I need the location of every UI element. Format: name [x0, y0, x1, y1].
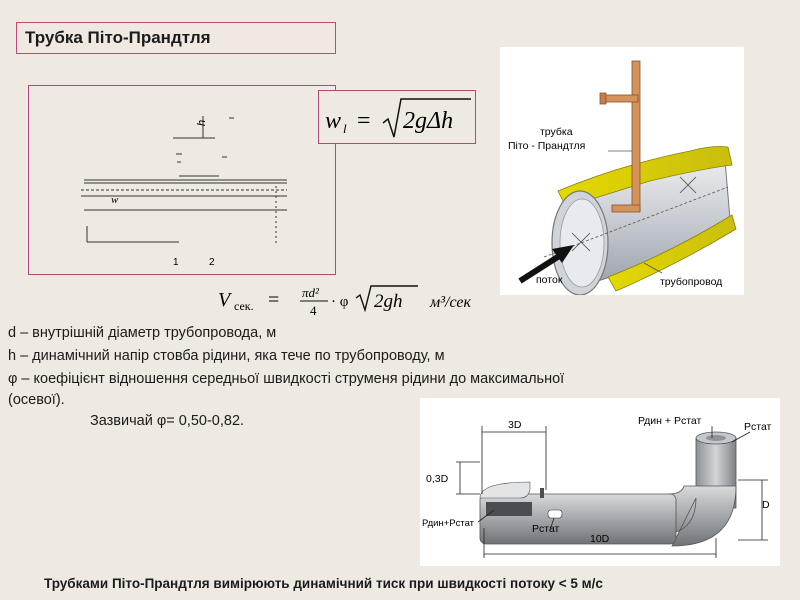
dim-3d-label: 3D	[508, 419, 522, 431]
schematic-point-2: 2	[209, 257, 215, 268]
tube-label-line2: Піто - Прандтля	[508, 140, 585, 152]
definition-phi-cont: (осевої).	[8, 392, 65, 408]
flow-equals: =	[268, 289, 279, 311]
dim-03d-label: 0,3D	[426, 473, 449, 485]
pipe-illustration: трубка Піто - Прандтля поток трубопровод	[508, 60, 737, 296]
formula-equals: =	[357, 108, 371, 134]
title-box: Трубка Піто-Прандтля	[16, 22, 336, 54]
schematic-w-label: w	[111, 194, 119, 206]
flow-V: V	[218, 289, 233, 311]
flow-sub: сек.	[234, 299, 254, 313]
schematic-point-1: 1	[173, 257, 179, 268]
flow-radicand: 2gh	[374, 291, 403, 312]
pipe-illustration-panel: трубка Піто - Прандтля поток трубопровод	[500, 47, 744, 296]
schematic-panel: h w 1 2	[28, 85, 336, 275]
definition-phi: φ – коефіцієнт відношення середньої швид…	[8, 371, 565, 387]
flow-sqrt-sign	[355, 285, 418, 313]
flow-numerator: πd²	[302, 285, 320, 300]
tube-label-line1: трубка	[540, 126, 573, 138]
pressure-sum-top-label: Рдин + Рстат	[638, 415, 701, 427]
pressure-sum-left-label: Рдин+Рстат	[422, 518, 475, 529]
formula-subscript: l	[343, 121, 347, 136]
dim-d-label: D	[762, 499, 770, 511]
page-title: Трубка Піто-Прандтля	[25, 28, 211, 47]
formula-radicand: 2gΔh	[403, 108, 453, 134]
schematic-drawing: h w 1 2	[81, 116, 287, 268]
velocity-formula: w l = 2gΔh	[325, 98, 471, 138]
pipeline-label: трубопровод	[660, 276, 722, 288]
formula-lhs: w	[325, 108, 341, 134]
pressure-stat-top-label: Рстат	[744, 421, 772, 433]
sqrt-sign	[382, 98, 471, 138]
flow-phi: · φ	[331, 294, 349, 310]
definition-h: h – динамічний напір стовба рідини, яка …	[8, 348, 445, 364]
flow-units: м³/сек	[429, 294, 471, 311]
dim-10d-label: 10D	[590, 533, 610, 545]
definition-typical: Зазвичай φ= 0,50-0,82.	[90, 413, 245, 429]
schematic-h-label: h	[196, 120, 208, 126]
flow-rate-formula: V сек. = πd² 4 · φ 2gh м³/сек	[218, 285, 471, 318]
tube-drawing: 3D 0,3D 10D D Рдин + Рстат Рстат Рдин+Рс…	[422, 415, 772, 558]
tube-drawing-panel: 3D 0,3D 10D D Рдин + Рстат Рстат Рдин+Рс…	[420, 398, 780, 566]
definition-d: d – внутрішній діаметр трубопровода, м	[8, 325, 277, 341]
footer-note: Трубками Піто-Прандтля вимірюють динаміч…	[44, 576, 603, 591]
flow-label: поток	[536, 274, 563, 286]
flow-denominator: 4	[310, 303, 317, 318]
velocity-formula-box: w l = 2gΔh	[318, 90, 476, 144]
pressure-stat-bottom-label: Рстат	[532, 523, 560, 535]
